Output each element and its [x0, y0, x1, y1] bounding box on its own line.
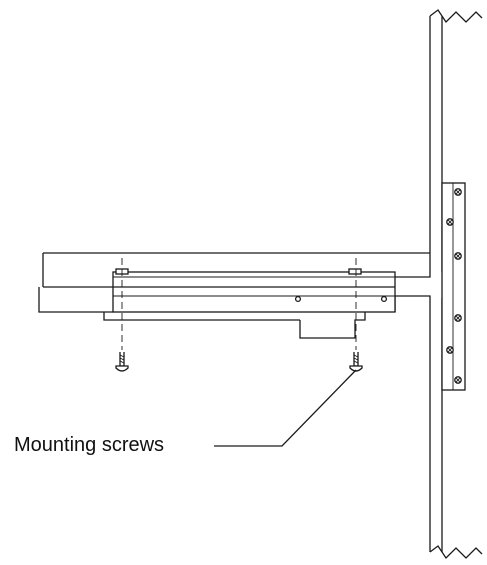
callout-label-mounting-screws: Mounting screws: [14, 434, 164, 456]
plate-screw-3: [454, 252, 462, 260]
plate-screw-4: [454, 314, 462, 322]
hinge-plate: [441, 182, 466, 391]
upper-panel: [42, 252, 431, 288]
bottom-bracket: [103, 312, 366, 339]
bottom-break-line: [429, 545, 483, 560]
rail-assembly: [112, 268, 396, 313]
plate-screw-2: [446, 218, 454, 226]
top-break-line: [429, 9, 483, 24]
callout-leader: [214, 369, 357, 447]
plate-screw-6: [454, 376, 462, 384]
plate-screw-5: [446, 346, 454, 354]
mounting-screw-right: [349, 352, 363, 372]
mounting-screw-left: [115, 352, 129, 372]
plate-screw-1: [454, 188, 462, 196]
